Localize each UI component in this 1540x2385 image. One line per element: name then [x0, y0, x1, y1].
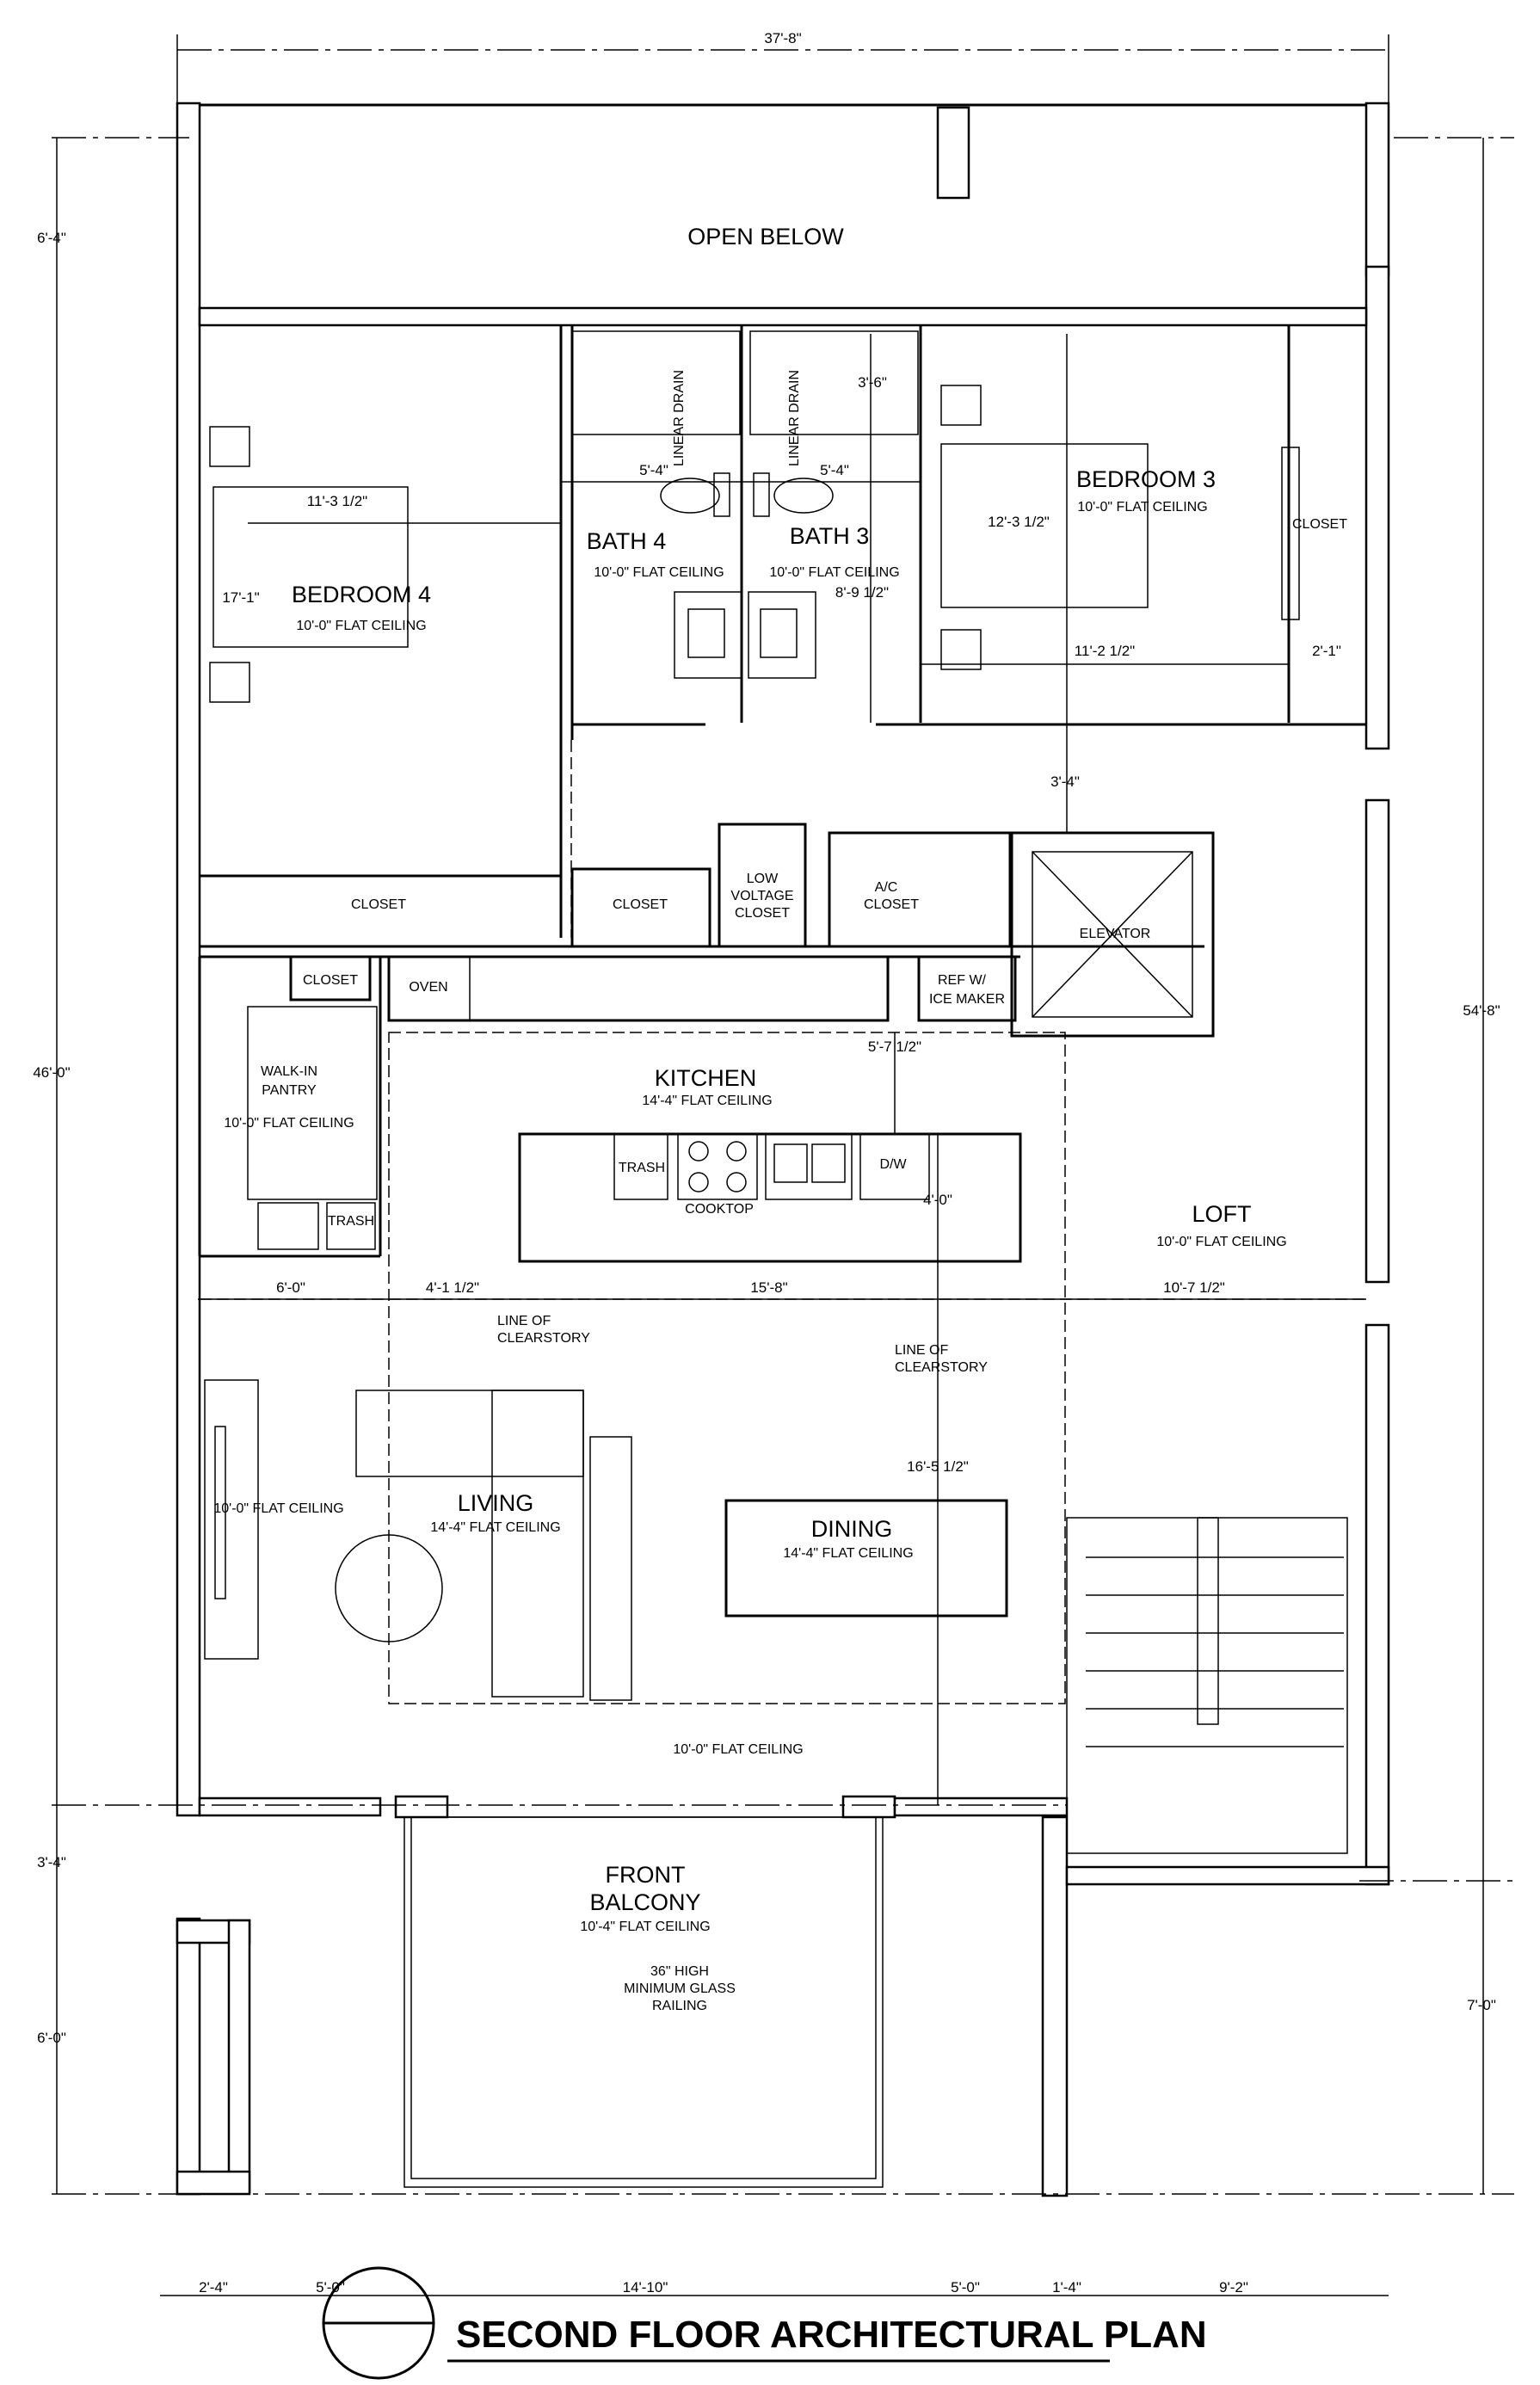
dim-bath3-h: 8'-9 1/2"	[835, 584, 889, 601]
dim-left-lower1: 3'-4"	[37, 1854, 66, 1870]
dim-row-3: 15'-8"	[750, 1279, 787, 1296]
dim-right-lower: 7'-0"	[1467, 1997, 1496, 2013]
dim-bottom-3: 14'-10"	[623, 2279, 668, 2296]
dim-island-off: 4'-0"	[923, 1192, 952, 1208]
dining-label: DINING	[811, 1516, 893, 1542]
dim-bed3-h: 12'-3 1/2"	[988, 514, 1050, 530]
closet-b4-label: CLOSET	[351, 897, 406, 912]
clearstory-right-2: CLEARSTORY	[895, 1360, 988, 1375]
dimension-lines	[52, 34, 1514, 2296]
low-voltage-line3: CLOSET	[735, 906, 790, 921]
bath3-label: BATH 3	[790, 523, 870, 549]
cooktop-label: COOKTOP	[685, 1202, 754, 1217]
trash-pantry-label: TRASH	[328, 1214, 374, 1229]
dim-row-1: 6'-0"	[276, 1279, 305, 1296]
balcony-line2: BALCONY	[589, 1889, 700, 1915]
open-below-label: OPEN BELOW	[687, 224, 844, 250]
clearstory-left-2: CLEARSTORY	[497, 1331, 590, 1346]
railing-line2: MINIMUM GLASS	[624, 1981, 736, 1996]
ac-line2: CLOSET	[864, 897, 919, 912]
fixtures	[204, 330, 1348, 2188]
loft-ceiling: 10'-0" FLAT CEILING	[1156, 1235, 1286, 1249]
dim-bath3-w: 5'-4"	[820, 462, 849, 478]
elevator-label: ELEVATOR	[1080, 927, 1151, 941]
closet-b3-label: CLOSET	[1292, 517, 1347, 532]
dim-bottom-1: 2'-4"	[199, 2279, 228, 2296]
bath4-ceiling: 10'-0" FLAT CEILING	[594, 565, 724, 580]
pantry-line2: PANTRY	[262, 1083, 317, 1098]
closet-pantry-label: CLOSET	[303, 973, 358, 988]
clearstory-left-1: LINE OF	[497, 1314, 551, 1328]
clearstory-outline	[388, 1032, 1066, 1704]
dim-hall: 3'-4"	[1050, 773, 1080, 790]
dim-left-main: 46'-0"	[33, 1064, 70, 1081]
kitchen-ceiling: 14'-4" FLAT CEILING	[642, 1094, 772, 1108]
low-voltage-line2: VOLTAGE	[730, 889, 793, 903]
ref-line1: REF W/	[938, 973, 987, 988]
living-label: LIVING	[458, 1490, 534, 1516]
kitchen-label: KITCHEN	[655, 1065, 757, 1091]
railing-line1: 36" HIGH	[650, 1964, 709, 1979]
title-block	[322, 2266, 1110, 2380]
bedroom4-label: BEDROOM 4	[292, 582, 431, 607]
dim-bed4-h: 17'-1"	[222, 589, 259, 606]
dim-dining-off: 16'-5 1/2"	[907, 1458, 969, 1475]
balcony-line1: FRONT	[606, 1862, 686, 1888]
dim-row-4: 10'-7 1/2"	[1163, 1279, 1225, 1296]
dim-overall-width: 37'-8"	[764, 30, 801, 46]
dim-bed4-w: 11'-3 1/2"	[307, 493, 367, 509]
pantry-ceiling: 10'-0" FLAT CEILING	[224, 1116, 354, 1131]
dim-left-top: 6'-4"	[37, 230, 66, 246]
labels: OPEN BELOW BEDROOM 4 10'-0" FLAT CEILING…	[33, 30, 1500, 2296]
dim-right-main: 54'-8"	[1463, 1002, 1500, 1019]
bath4-label: BATH 4	[587, 528, 667, 554]
linear-drain-3: LINEAR DRAIN	[787, 370, 802, 466]
ac-line1: A/C	[875, 880, 898, 895]
dim-kitchen-off: 5'-7 1/2"	[868, 1038, 921, 1055]
dim-bottom-4: 5'-0"	[951, 2279, 980, 2296]
oven-label: OVEN	[409, 980, 447, 995]
balcony-ceiling: 10'-4" FLAT CEILING	[580, 1920, 710, 1934]
dim-bath4-w: 5'-4"	[639, 462, 668, 478]
dim-bottom-5: 1'-4"	[1052, 2279, 1081, 2296]
dim-left-lower2: 6'-0"	[37, 2030, 66, 2046]
bedroom3-label: BEDROOM 3	[1076, 466, 1216, 492]
dining-ceiling: 14'-4" FLAT CEILING	[783, 1546, 913, 1561]
plan-title: SECOND FLOOR ARCHITECTURAL PLAN	[456, 2314, 1207, 2356]
railing-line3: RAILING	[652, 1999, 707, 2013]
living-ceiling: 14'-4" FLAT CEILING	[430, 1520, 560, 1535]
bedroom4-ceiling: 10'-0" FLAT CEILING	[296, 619, 426, 633]
main-ceiling: 10'-0" FLAT CEILING	[673, 1742, 803, 1757]
dw-label: D/W	[879, 1157, 907, 1172]
dim-bath3-top: 3'-6"	[858, 374, 887, 391]
interior-walls	[198, 325, 1366, 1258]
exterior-walls	[176, 102, 1390, 2197]
fireplace-ceiling: 10'-0" FLAT CEILING	[213, 1501, 343, 1516]
bath3-ceiling: 10'-0" FLAT CEILING	[769, 565, 899, 580]
pantry-line1: WALK-IN	[261, 1064, 317, 1079]
linear-drain-4: LINEAR DRAIN	[672, 370, 687, 466]
loft-label: LOFT	[1192, 1201, 1251, 1227]
bedroom3-ceiling: 10'-0" FLAT CEILING	[1077, 500, 1207, 515]
ref-line2: ICE MAKER	[929, 992, 1005, 1007]
low-voltage-line1: LOW	[747, 872, 779, 886]
dim-bed3-w: 11'-2 1/2"	[1075, 643, 1135, 659]
clearstory-right-1: LINE OF	[895, 1343, 948, 1358]
dim-bottom-2: 5'-0"	[316, 2279, 345, 2296]
dim-row-2: 4'-1 1/2"	[426, 1279, 479, 1296]
dim-bottom-6: 9'-2"	[1219, 2279, 1248, 2296]
dim-closet-w: 2'-1"	[1312, 643, 1341, 659]
trash-label: TRASH	[619, 1161, 665, 1175]
closet-hall-label: CLOSET	[613, 897, 668, 912]
